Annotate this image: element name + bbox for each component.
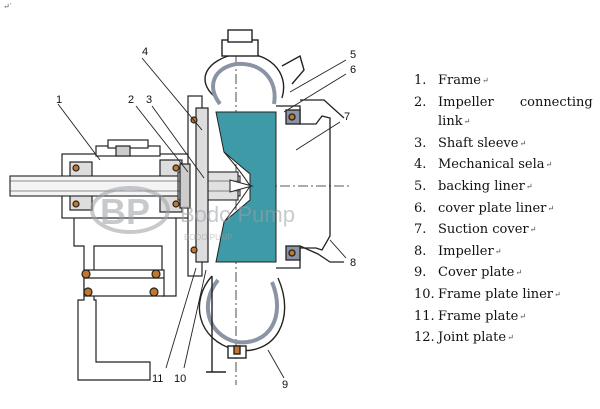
watermark-name: Bodo Pump [180, 202, 295, 227]
volute-upper [204, 29, 305, 106]
volute-lower [198, 275, 286, 373]
callout-10: 10 [174, 373, 186, 385]
legend-item: 12.Joint plate↵ [414, 330, 514, 346]
callout-7: 7 [344, 111, 350, 123]
suction-cover [276, 99, 345, 269]
legend-item: 11.Frame plate↵ [414, 308, 526, 324]
impeller [215, 111, 277, 263]
legend-item: 7.Suction cover↵ [414, 222, 537, 238]
callout-9: 9 [282, 379, 288, 391]
legend-item: 1.Frame↵ [414, 73, 489, 88]
frame-plate [179, 95, 209, 277]
watermark-small: BODO PUMP [184, 233, 233, 242]
legend-item: 6.cover plate liner↵ [414, 200, 555, 216]
corner-mark: ↵′ [3, 2, 12, 11]
callout-8: 8 [350, 257, 356, 269]
legend-item: 8.Impeller↵ [414, 243, 502, 259]
callout-4: 4 [142, 46, 148, 58]
callout-3: 3 [146, 94, 152, 106]
legend-item: 3.Shaft sleeve↵ [414, 135, 527, 151]
callout-5: 5 [350, 49, 356, 61]
pump-cross-section: BP Bodo Pump BODO PUMP 1 2 3 4 5 6 7 8 9… [9, 29, 356, 391]
callout-11: 11 [152, 373, 163, 385]
callout-1: 1 [56, 94, 62, 106]
callout-2: 2 [128, 94, 134, 106]
legend-item: 9.Cover plate↵ [414, 265, 523, 281]
watermark-badge: BP [100, 191, 150, 232]
leader-lines [57, 57, 347, 379]
frame [73, 206, 177, 381]
legend-item: 10.Frame plate liner↵ [414, 286, 561, 302]
callout-6: 6 [350, 64, 356, 76]
legend-item: 5.backing liner↵ [414, 178, 533, 194]
watermark-logo: BP Bodo Pump BODO PUMP [90, 186, 295, 242]
legend-item: 4.Mechanical sela↵ [414, 157, 553, 173]
